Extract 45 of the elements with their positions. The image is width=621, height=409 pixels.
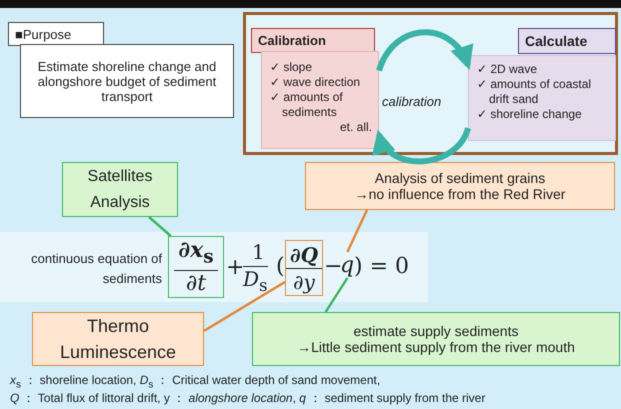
callout-text: estimate supply sediments bbox=[354, 323, 518, 339]
list-panel bbox=[468, 55, 616, 141]
formula-term: ∂Q bbox=[286, 242, 322, 268]
highlight-frame bbox=[168, 236, 224, 298]
callout-bubble bbox=[32, 312, 204, 366]
list-panel bbox=[261, 51, 379, 149]
math-symbol: ( bbox=[276, 254, 285, 279]
header-box bbox=[518, 28, 616, 54]
list-item: ✓ slope bbox=[270, 60, 314, 75]
highlight-frame bbox=[285, 240, 323, 296]
legend-note: x$_{s}$ ： shoreline location, D$_{s}$ ： Critical water depth of sand movement, bbox=[10, 372, 380, 390]
callout-text: →no influence from the Red River bbox=[354, 186, 566, 202]
header-box bbox=[251, 28, 375, 53]
math-symbol: − bbox=[324, 254, 342, 279]
header-text: Calibration bbox=[258, 33, 326, 48]
formula-term: ∂y bbox=[292, 268, 316, 294]
math-symbol: 1 bbox=[252, 240, 265, 264]
list-item: ✓ wave direction bbox=[270, 75, 362, 90]
callout-bubble bbox=[62, 162, 178, 217]
list-item: ✓ amounts of coastal drift sand bbox=[477, 77, 592, 107]
process-label: calibration bbox=[382, 94, 442, 109]
callout-text: Analysis of sediment grains bbox=[374, 170, 546, 186]
legend-note: Q ： Total flux of littoral drift, y ： alongshore location, q ： sediment supply from the river bbox=[10, 390, 486, 407]
purpose-heading: ■Purpose bbox=[15, 26, 72, 42]
math-symbol: ) = 0 bbox=[354, 254, 409, 279]
list-item: ✓ 2D wave bbox=[477, 62, 538, 77]
callout-bubble bbox=[252, 312, 620, 366]
cycle-arrow bbox=[376, 29, 472, 72]
purpose-box bbox=[20, 44, 234, 118]
list-item: et. all. bbox=[338, 120, 372, 135]
purpose-tab bbox=[8, 22, 104, 46]
callout-text: →Little sediment supply from the river mouth bbox=[297, 339, 575, 355]
callout-bubble bbox=[305, 162, 615, 210]
formula-term: ∂x$_{s}$ bbox=[174, 236, 218, 272]
formula-variable: q bbox=[340, 253, 352, 279]
purpose-text: Estimate shoreline change and alongshore budget of sediment transport bbox=[36, 58, 218, 104]
equation-caption: continuous equation of sediments bbox=[30, 250, 162, 288]
group-frame bbox=[243, 12, 618, 155]
math-symbol: + bbox=[226, 255, 244, 280]
formula-term: ∂t bbox=[184, 271, 208, 298]
callout-text: Satellites Analysis bbox=[86, 166, 154, 212]
callout-text: Thermo Luminescence bbox=[58, 315, 178, 364]
header-text: Calculate bbox=[525, 33, 588, 49]
list-item: ✓ shoreline change bbox=[477, 107, 583, 122]
cycle-arrow bbox=[375, 127, 471, 164]
